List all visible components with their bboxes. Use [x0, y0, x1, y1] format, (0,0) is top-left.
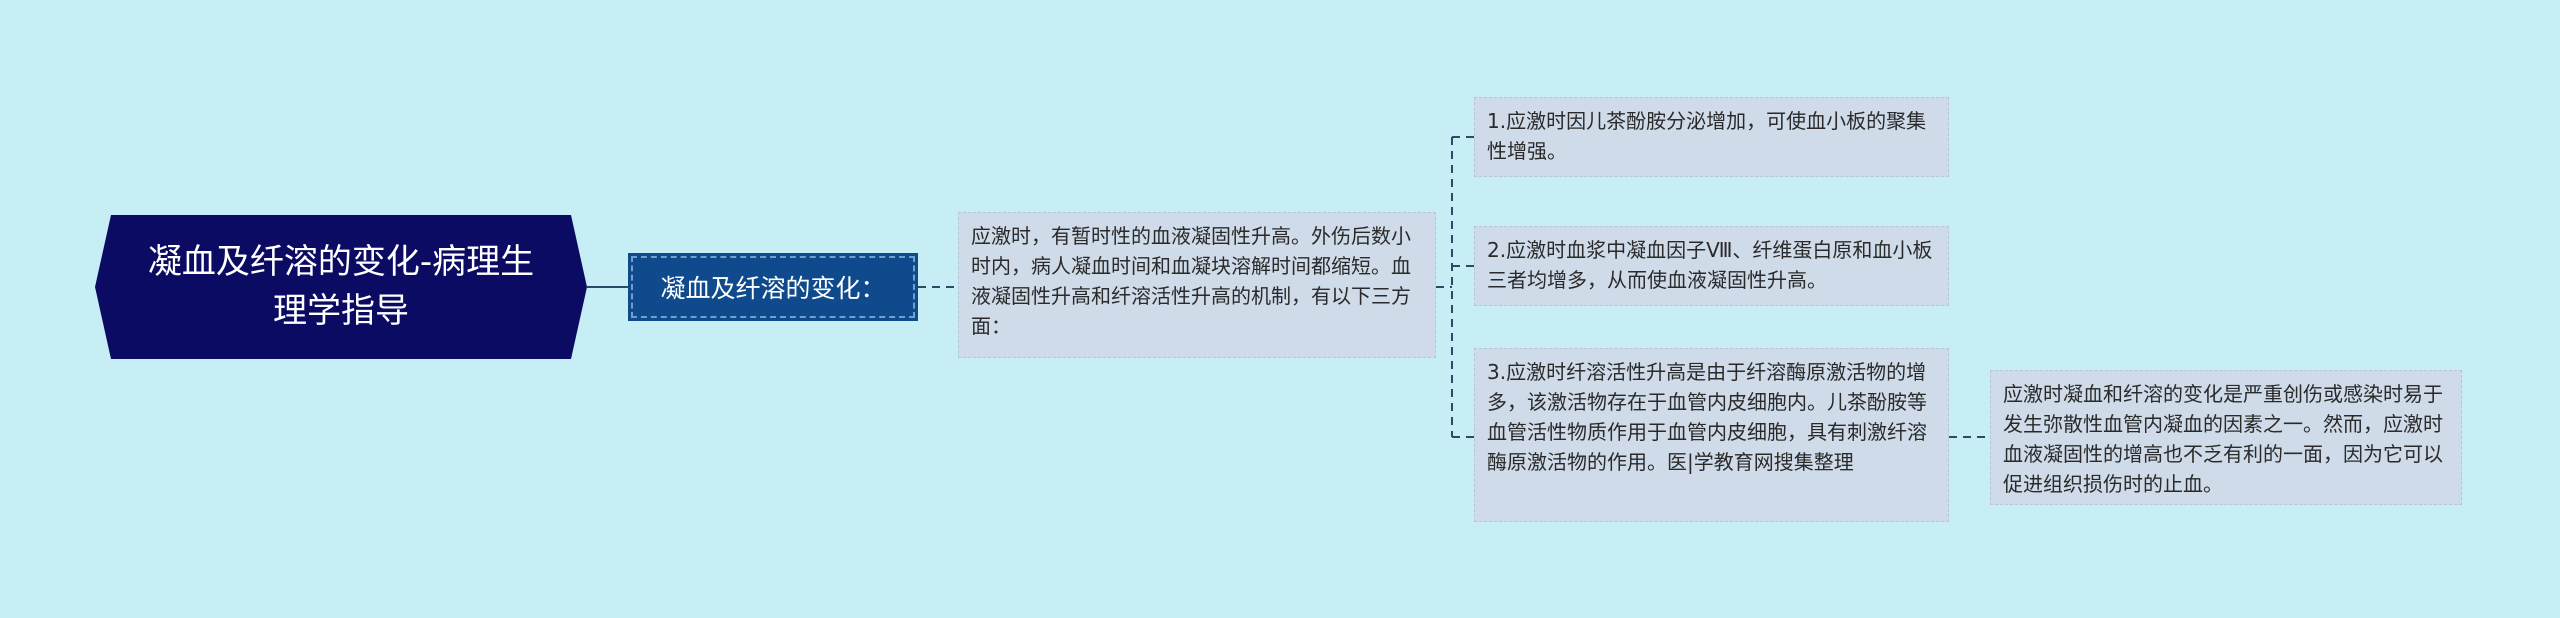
main-topic-label: 凝血及纤溶的变化：	[660, 274, 886, 303]
subtopic-text-3: 3.应激时纤溶活性升高是由于纤溶酶原激活物的增多，该激活物存在于血管内皮细胞内。…	[1487, 360, 1927, 474]
subtopic-node-2[interactable]: 2.应激时血浆中凝血因子Ⅷ、纤维蛋白原和血小板三者均增多，从而使血液凝固性升高。	[1474, 226, 1949, 306]
detail-node[interactable]: 应激时凝血和纤溶的变化是严重创伤或感染时易于发生弥散性血管内凝血的因素之一。然而…	[1990, 370, 2462, 505]
mechanism-summary-node[interactable]: 应激时，有暂时性的血液凝固性升高。外伤后数小时内，病人凝血时间和血凝块溶解时间都…	[958, 212, 1436, 358]
subtopic-node-1[interactable]: 1.应激时因儿茶酚胺分泌增加，可使血小板的聚集性增强。	[1474, 97, 1949, 177]
mechanism-summary-text: 应激时，有暂时性的血液凝固性升高。外伤后数小时内，病人凝血时间和血凝块溶解时间都…	[971, 224, 1411, 338]
subtopic-text-1: 1.应激时因儿茶酚胺分泌增加，可使血小板的聚集性增强。	[1487, 109, 1927, 163]
detail-text: 应激时凝血和纤溶的变化是严重创伤或感染时易于发生弥散性血管内凝血的因素之一。然而…	[2003, 382, 2443, 496]
root-topic-title: 凝血及纤溶的变化-病理生理学指导	[147, 241, 535, 331]
subtopic-node-3[interactable]: 3.应激时纤溶活性升高是由于纤溶酶原激活物的增多，该激活物存在于血管内皮细胞内。…	[1474, 348, 1949, 522]
main-topic[interactable]: 凝血及纤溶的变化：	[628, 253, 918, 321]
subtopic-text-2: 2.应激时血浆中凝血因子Ⅷ、纤维蛋白原和血小板三者均增多，从而使血液凝固性升高。	[1487, 238, 1933, 292]
root-topic[interactable]: 凝血及纤溶的变化-病理生理学指导	[95, 215, 587, 359]
